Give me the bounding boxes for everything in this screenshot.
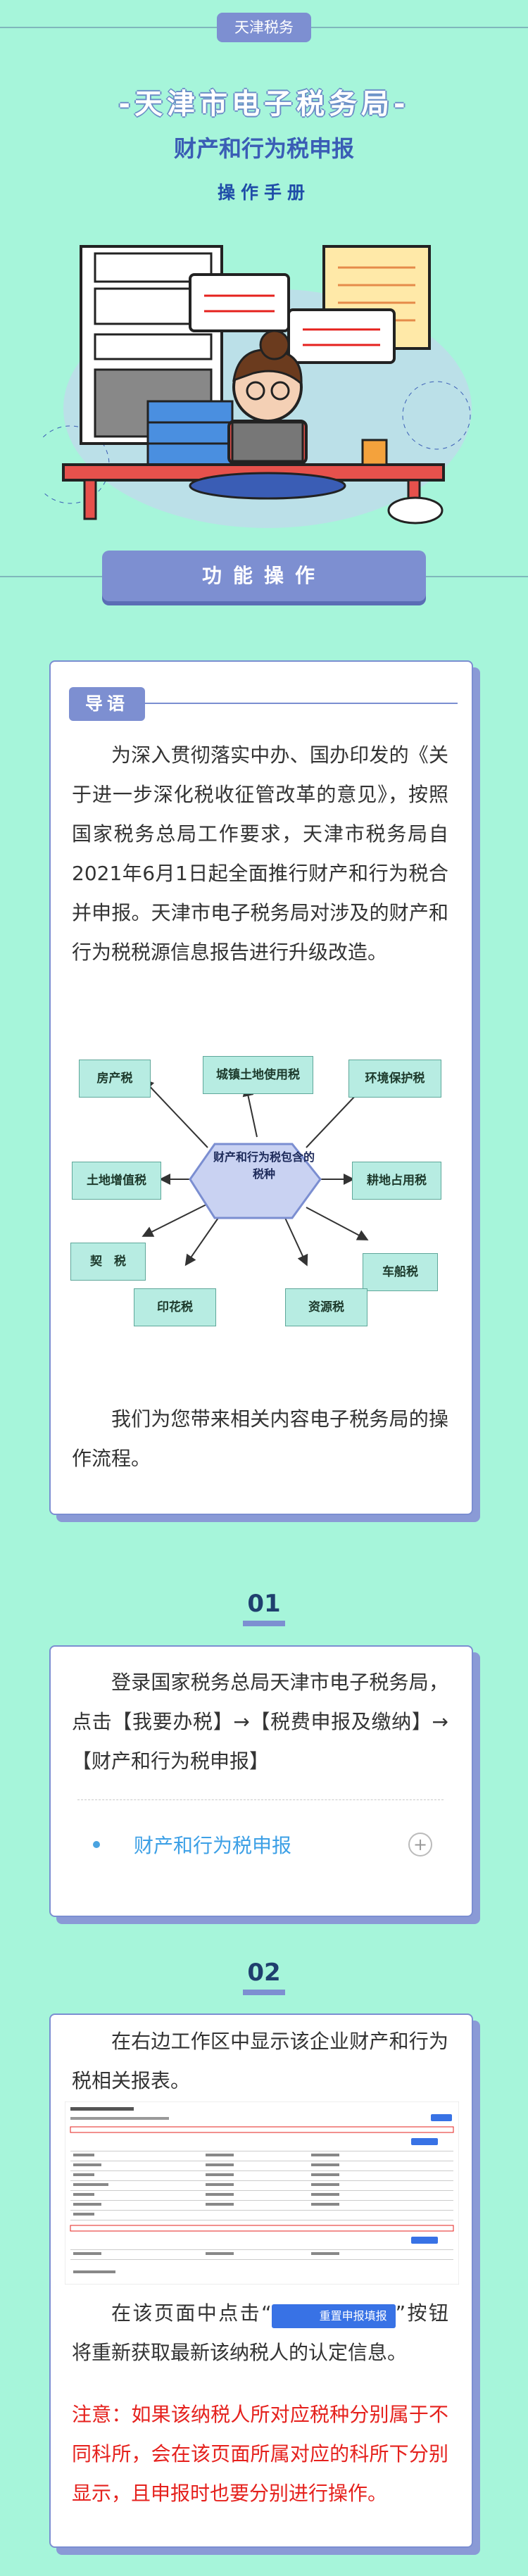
report-screenshot (65, 2101, 459, 2285)
manual-title: 操作手册 (217, 182, 310, 203)
step2-text2-post: ”按钮将重新获取最新该纳税人的认定信息。 (72, 2301, 448, 2364)
header-line-left (0, 27, 217, 28)
tax-property: 房产税 (79, 1060, 151, 1098)
header-tag: 天津税务 (217, 13, 311, 42)
step2-text2: 在该页面中点击“重置申报填报”按钮将重新获取最新该纳税人的认定信息。 (72, 2294, 448, 2373)
tax-center-hexagon (189, 1143, 322, 1219)
tax-stamp: 印花税 (134, 1288, 216, 1326)
expand-plus-icon[interactable]: + (408, 1833, 432, 1856)
tax-land-use: 城镇土地使用税 (203, 1056, 313, 1094)
tax-land-value: 土地增值税 (72, 1162, 161, 1200)
intro-closing: 我们为您带来相关内容电子税务局的操作流程。 (72, 1407, 448, 1470)
tax-resource: 资源税 (285, 1288, 367, 1326)
tax-farmland: 耕地占用税 (352, 1162, 441, 1200)
intro-badge: 导语 (69, 687, 145, 721)
step2-text1: 在右边工作区中显示该企业财产和行为税相关报表。 (72, 2030, 448, 2092)
step1-text: 登录国家税务总局天津市电子税务局，点击【我要办税】→【税费申报及缴纳】→【财产和… (72, 1671, 448, 1773)
step1-number-bar (243, 1621, 285, 1626)
section-line-left (0, 576, 102, 577)
tax-environment: 环境保护税 (348, 1060, 441, 1098)
step2-text2-pre: 在该页面中点击“ (111, 2301, 272, 2325)
header-illustration (42, 245, 472, 528)
step2-number: 02 (247, 1959, 281, 1987)
reset-declaration-button[interactable]: 重置申报填报 (271, 2304, 396, 2328)
header-line-right (311, 27, 528, 28)
sub-title: 财产和行为税申报 (173, 135, 354, 162)
step2-note: 注意：如果该纳税人所对应税种分别属于不同科所，会在该页面所属对应的科所下分别显示… (72, 2403, 448, 2505)
tax-vehicle: 车船税 (363, 1253, 438, 1291)
main-title: -天津市电子税务局- (118, 88, 410, 120)
step1-card (49, 1645, 473, 1917)
tax-center-label: 财产和行为税包含的税种 (213, 1150, 315, 1181)
section-line-right (426, 576, 528, 577)
step2-number-bar (243, 1990, 285, 1995)
step1-bullet (93, 1841, 100, 1848)
step1-menu-item[interactable]: 财产和行为税申报 (134, 1834, 292, 1857)
step1-number: 01 (247, 1590, 281, 1618)
intro-paragraph: 为深入贯彻落实中办、国办印发的《关于进一步深化税收征管改革的意见》，按照国家税务… (72, 743, 448, 964)
intro-badge-line (141, 703, 458, 704)
tax-deed: 契 税 (70, 1243, 146, 1281)
section-banner: 功能操作 (102, 551, 426, 601)
step1-divider (77, 1799, 444, 1800)
tax-diagram-arrows (142, 1079, 372, 1267)
